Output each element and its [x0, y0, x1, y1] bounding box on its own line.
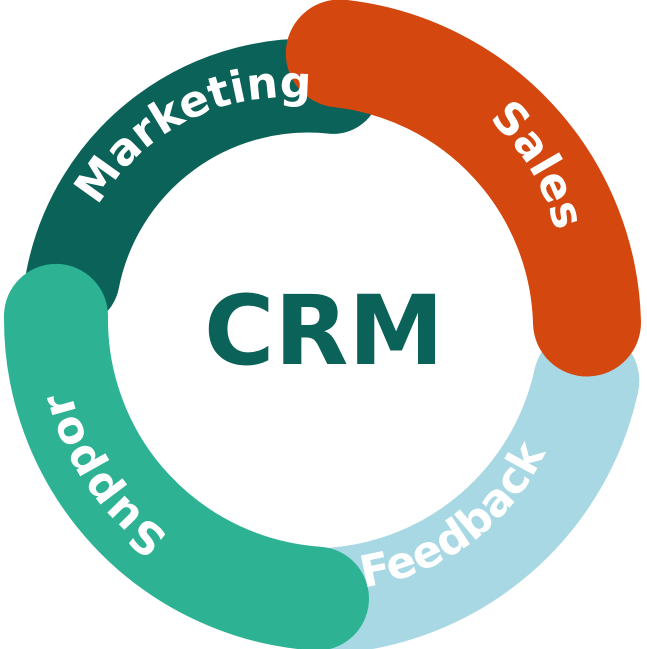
segment-marketing	[25, 38, 381, 327]
center-title: CRM	[204, 275, 444, 387]
segment-support	[3, 263, 369, 649]
segment-feedback	[279, 327, 640, 649]
segment-sales	[285, 0, 641, 377]
